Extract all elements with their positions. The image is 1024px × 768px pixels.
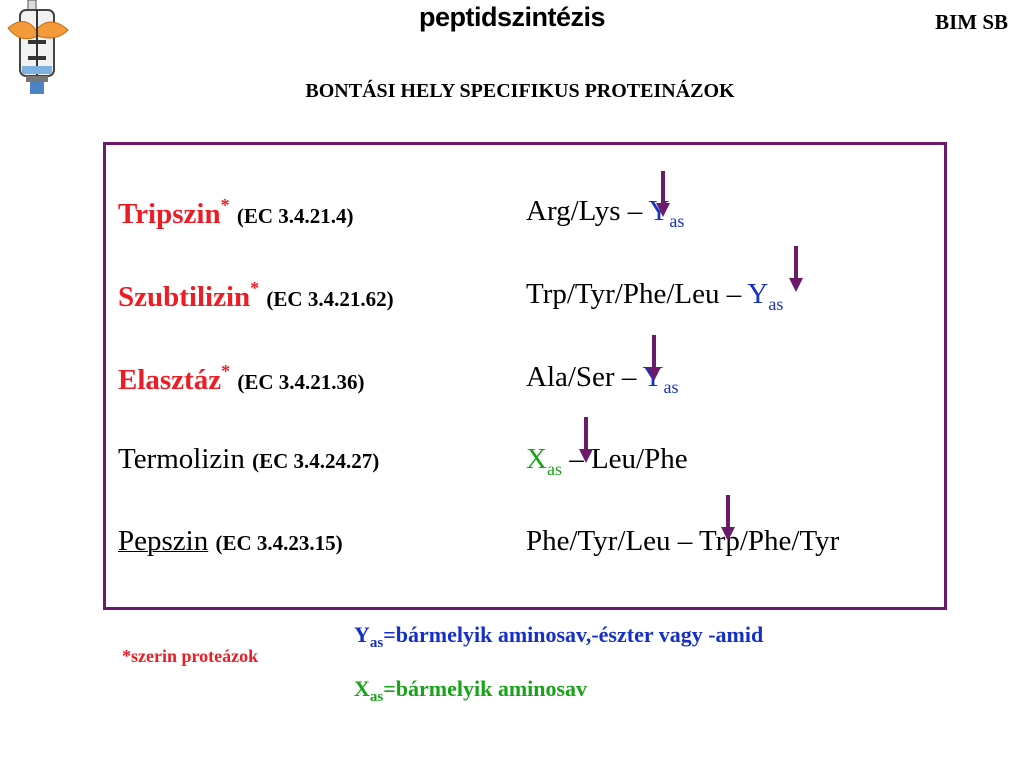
ec-number: (EC 3.4.21.36) (237, 370, 365, 394)
legend-subscript: as (369, 635, 384, 651)
site-residues: – Leu/Phe (561, 443, 688, 475)
cleavage-site: Xas – Leu/Phe (526, 443, 688, 480)
site-variable: Y (747, 278, 769, 310)
legend-symbol: Y (354, 622, 370, 647)
bioreactor-logo-icon (7, 0, 69, 94)
legend-symbol: X (354, 676, 370, 701)
site-residues: Trp/Tyr/Phe/Leu – (526, 278, 748, 310)
cleavage-arrow-icon (721, 495, 735, 541)
enzyme-row-tripszin: Tripszin* (EC 3.4.21.4) Arg/Lys – Yas (106, 171, 944, 255)
enzyme-label: Tripszin* (EC 3.4.21.4) (118, 195, 354, 231)
cleavage-site: Arg/Lys – Yas (526, 195, 684, 232)
page-title: peptidszintézis (418, 2, 606, 32)
cleavage-site: Phe/Tyr/Leu – Trp/Phe/Tyr (526, 525, 839, 558)
enzyme-label: Szubtilizin* (EC 3.4.21.62) (118, 278, 394, 314)
ec-number: (EC 3.4.21.62) (266, 287, 394, 311)
site-residues: Phe/Tyr/Leu – Trp/Phe/Tyr (526, 525, 840, 557)
ec-number: (EC 3.4.23.15) (215, 531, 343, 555)
legend-text: =bármelyik aminosav,-észter vagy -amid (383, 622, 764, 647)
serine-protease-marker: * (250, 278, 260, 298)
site-residues: Ala/Ser – (526, 361, 643, 393)
org-label: BIM SB (935, 10, 1008, 34)
site-variable-subscript: as (663, 377, 679, 397)
enzyme-name: Termolizin (118, 443, 245, 475)
enzyme-name: Tripszin (118, 198, 221, 230)
cleavage-site: Trp/Tyr/Phe/Leu – Yas (526, 278, 783, 315)
legend-text: =bármelyik aminosav (383, 676, 588, 701)
enzyme-row-pepszin: Pepszin (EC 3.4.23.15) Phe/Tyr/Leu – Trp… (106, 495, 944, 585)
enzyme-row-termolizin: Termolizin (EC 3.4.24.27) Xas – Leu/Phe (106, 417, 944, 503)
enzyme-row-elasztaz: Elasztáz* (EC 3.4.21.36) Ala/Ser – Yas (106, 335, 944, 421)
legend-x: Xas=bármelyik aminosav (354, 676, 587, 706)
site-variable-subscript: as (768, 294, 784, 314)
enzyme-label: Pepszin (EC 3.4.23.15) (118, 525, 343, 558)
site-variable-subscript: as (669, 211, 685, 231)
enzyme-name: Pepszin (118, 525, 209, 557)
legend-y: Yas=bármelyik aminosav,-észter vagy -ami… (354, 622, 763, 652)
enzyme-name: Szubtilizin (118, 281, 251, 313)
section-heading: BONTÁSI HELY SPECIFIKUS PROTEINÁZOK (305, 80, 735, 102)
enzyme-table-frame: Tripszin* (EC 3.4.21.4) Arg/Lys – Yas Sz… (103, 142, 947, 610)
cleavage-arrow-icon (656, 171, 670, 217)
legend-subscript: as (369, 689, 384, 705)
serine-protease-marker: * (221, 361, 231, 381)
site-variable: X (526, 443, 547, 475)
footnote: *szerin proteázok (122, 646, 259, 666)
enzyme-name: Elasztáz (118, 364, 222, 396)
cleavage-arrow-icon (789, 246, 803, 292)
ec-number: (EC 3.4.21.4) (236, 204, 354, 228)
site-residues: Arg/Lys – (526, 195, 649, 227)
ec-number: (EC 3.4.24.27) (252, 449, 380, 473)
cleavage-arrow-icon (579, 417, 593, 463)
enzyme-label: Termolizin (EC 3.4.24.27) (118, 443, 379, 476)
enzyme-row-szubtilizin: Szubtilizin* (EC 3.4.21.62) Trp/Tyr/Phe/… (106, 246, 944, 338)
cleavage-arrow-icon (647, 335, 661, 381)
enzyme-label: Elasztáz* (EC 3.4.21.36) (118, 361, 365, 397)
site-variable-subscript: as (546, 459, 562, 479)
serine-protease-marker: * (220, 195, 230, 215)
